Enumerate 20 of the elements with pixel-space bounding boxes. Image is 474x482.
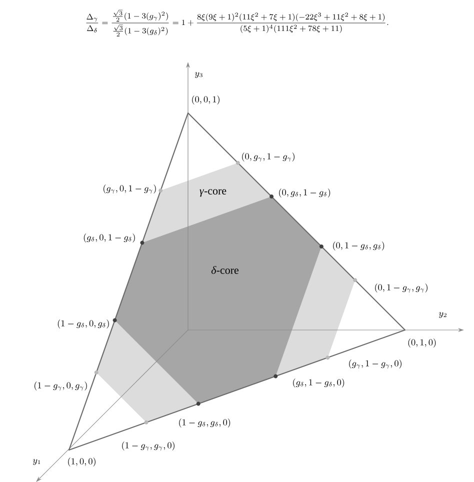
- axis-label: $y_2$: [438, 312, 446, 318]
- point-label: $(1-g_\gamma,0,g_\gamma)$: [34, 382, 87, 391]
- point-label: $(1,0,0)$: [68, 458, 96, 466]
- point-label: $(0,1-g_\gamma,g_\gamma)$: [375, 284, 428, 293]
- point-label: $(g_\gamma,1-g_\gamma,0)$: [349, 360, 402, 369]
- point-label: $(g_\gamma,0,1-g_\gamma)$: [104, 184, 156, 194]
- point-label: $(0,1-g_\delta,g_\delta)$: [333, 242, 384, 250]
- point-label: $(0,0,1)$: [192, 96, 220, 104]
- equation: $\frac{\Delta_\gamma}{\Delta_\delta}=\frac{\frac{\sqrt{3}}{2}(1-3(g_\gamma)^2)}{\frac{\sqrt{3}}{2}(1-3(g_\delta)^2)}=1+\frac{8\xi(9\xi+1)^2(11\xi^2+7\xi+1)(-22\xi^3+11\xi^2+8\xi+1)}{(5\xi+1)^4(111\xi^2+78\xi+11)}.$: [86, 10, 388, 36]
- point-label: $(g_\delta,1-g_\delta,0)$: [293, 378, 344, 388]
- point-label: $(1-g_\delta,g_\delta,0)$: [179, 418, 230, 428]
- axis-label: $y_3$: [194, 72, 202, 78]
- point-label: $(1-g_\gamma,g_\gamma,0)$: [122, 442, 174, 451]
- point-label: $(0,g_\delta,1-g_\delta)$: [279, 188, 330, 198]
- point-label: $(0,g_\gamma,1-g_\gamma)$: [242, 152, 294, 162]
- region-label: δ-core: [211, 266, 238, 274]
- point-label: $(g_\delta,0,1-g_\delta)$: [84, 234, 135, 242]
- point-label: $(0,1,0)$: [408, 338, 436, 348]
- axis-label: $y_1$: [32, 459, 40, 465]
- region-label: γ-core: [200, 189, 226, 197]
